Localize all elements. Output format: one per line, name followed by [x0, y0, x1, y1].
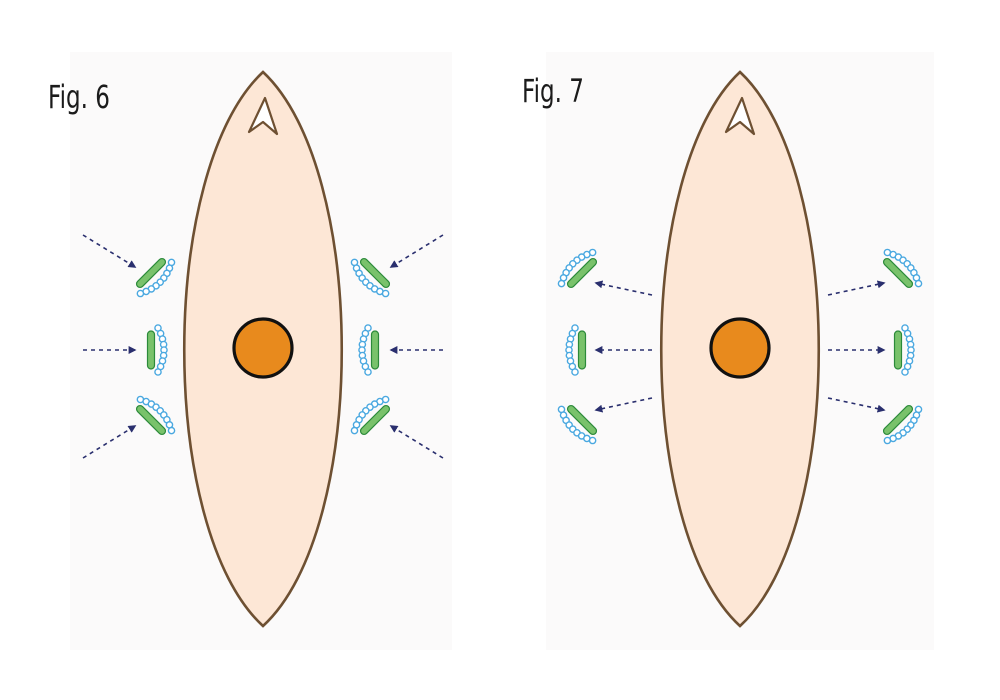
- rod-cluster: [557, 248, 598, 289]
- dashed-arrow: [594, 280, 653, 296]
- figure-7-label: Fig. 7: [522, 72, 584, 110]
- bead: [364, 368, 372, 376]
- nucleus: [232, 317, 294, 379]
- rod-cluster: [350, 257, 391, 298]
- rod-cluster: [882, 404, 923, 445]
- nucleus: [709, 317, 771, 379]
- rod: [893, 330, 903, 370]
- rod-cluster: [358, 324, 380, 376]
- rod-cluster: [557, 404, 598, 445]
- rod: [566, 404, 598, 436]
- rod: [146, 330, 156, 370]
- bead: [557, 279, 566, 288]
- rod-cluster: [135, 257, 176, 298]
- bead: [381, 289, 390, 298]
- rod-cluster: [350, 395, 391, 436]
- dashed-arrow: [594, 397, 653, 413]
- dashed-arrow: [389, 234, 444, 268]
- rod: [882, 404, 914, 436]
- figure-6-diagram: [82, 70, 444, 628]
- bead: [571, 368, 579, 376]
- rod: [135, 257, 167, 289]
- dashed-arrow: [82, 425, 137, 459]
- rod-cluster: [135, 395, 176, 436]
- bead: [350, 426, 359, 435]
- apical-notch-icon: [724, 96, 756, 136]
- rod: [359, 404, 391, 436]
- bead: [154, 368, 162, 376]
- rod-cluster: [146, 324, 168, 376]
- rod: [135, 404, 167, 436]
- apical-notch-icon: [247, 96, 279, 136]
- rod-cluster: [565, 324, 587, 376]
- bead: [914, 279, 923, 288]
- rod: [882, 257, 914, 289]
- rod: [359, 257, 391, 289]
- dashed-arrow: [389, 425, 444, 459]
- bead: [883, 436, 892, 445]
- rod: [566, 257, 598, 289]
- rod-cluster: [893, 324, 915, 376]
- dashed-arrow: [82, 234, 137, 268]
- rod: [370, 330, 380, 370]
- figure-7-diagram: [557, 70, 923, 628]
- bead: [167, 426, 176, 435]
- bead: [136, 289, 145, 298]
- dashed-arrow: [827, 280, 886, 296]
- bead: [588, 436, 597, 445]
- figure-6-label: Fig. 6: [48, 78, 110, 116]
- dashed-arrow: [827, 397, 886, 413]
- rod: [577, 330, 587, 370]
- bead: [901, 368, 909, 376]
- rod-cluster: [882, 248, 923, 289]
